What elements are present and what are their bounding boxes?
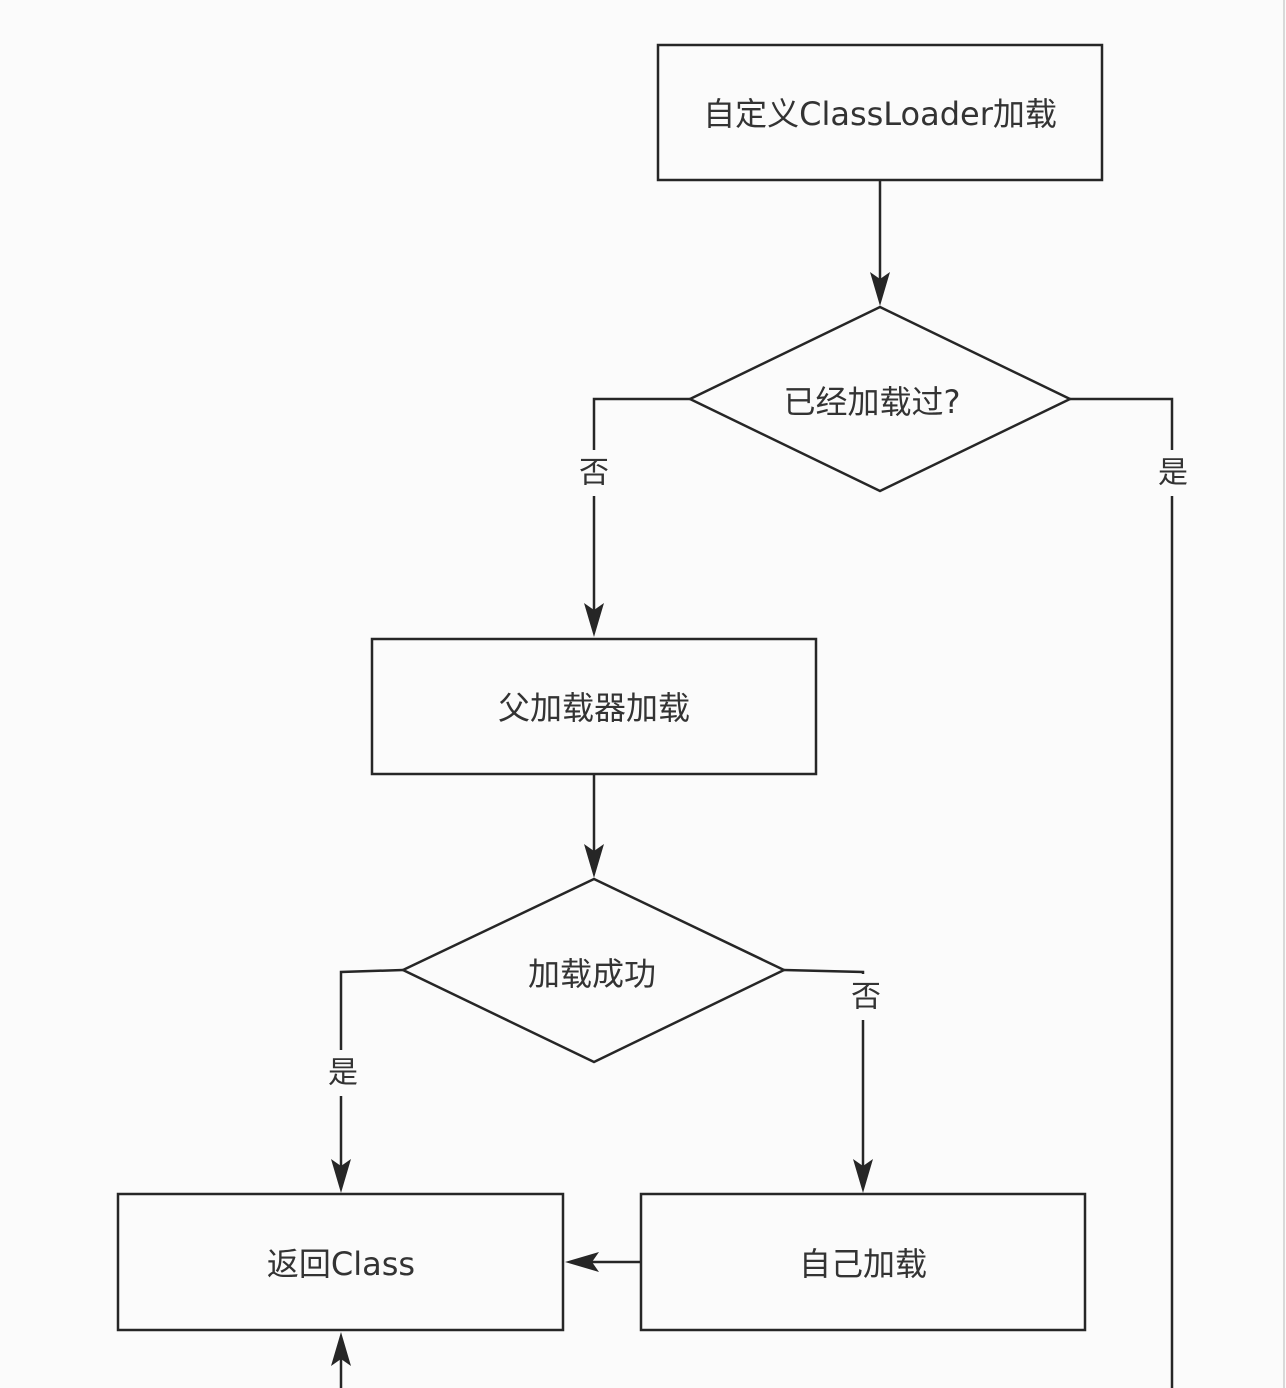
node-parent-load: 父加载器加载 bbox=[370, 637, 818, 776]
arrow-head-down bbox=[584, 603, 604, 637]
process-box bbox=[370, 637, 818, 776]
node-self-load-label: 自己加载 bbox=[799, 1245, 927, 1283]
process-box bbox=[656, 43, 1104, 182]
process-box bbox=[639, 1192, 1087, 1332]
edge-check-no-to-parent bbox=[592, 397, 690, 615]
decision-diamond bbox=[687, 305, 1073, 493]
arrow-head-down bbox=[331, 1159, 351, 1193]
arrow-head-up bbox=[331, 1332, 351, 1366]
arrow-head-left bbox=[565, 1252, 599, 1272]
edge-label-success-no: 否 bbox=[851, 980, 881, 1015]
arrow-head-down bbox=[853, 1159, 873, 1193]
node-return-class-label: 返回Class bbox=[267, 1245, 415, 1283]
edge-label-background bbox=[576, 450, 612, 496]
arrow-head-down bbox=[584, 844, 604, 878]
edge-label-background bbox=[323, 1050, 359, 1096]
node-parent-load-label: 父加载器加载 bbox=[498, 689, 690, 727]
edge-success-no-to-self bbox=[783, 968, 865, 1172]
edge-success-yes-to-return bbox=[339, 968, 404, 1172]
node-start-label: 自定义ClassLoader加载 bbox=[703, 95, 1057, 133]
node-check-loaded: 已经加载过? bbox=[687, 305, 1073, 493]
decision-diamond bbox=[400, 877, 787, 1064]
edge-check-yes-to-return bbox=[1070, 397, 1174, 1388]
edge-label-success-yes: 是 bbox=[328, 1056, 358, 1091]
node-return-class: 返回Class bbox=[116, 1192, 565, 1332]
node-check-loaded-label: 已经加载过? bbox=[784, 383, 961, 421]
arrow-head-down bbox=[870, 272, 890, 306]
edge-label-background bbox=[1154, 450, 1190, 496]
edge-label-check-yes: 是 bbox=[1158, 456, 1188, 491]
node-load-success-label: 加载成功 bbox=[528, 955, 656, 993]
node-load-success: 加载成功 bbox=[400, 877, 787, 1064]
node-start: 自定义ClassLoader加载 bbox=[656, 43, 1104, 182]
edge-label-check-no: 否 bbox=[579, 456, 609, 491]
process-box bbox=[116, 1192, 565, 1332]
edge-label-background bbox=[846, 974, 886, 1020]
node-self-load: 自己加载 bbox=[639, 1192, 1087, 1332]
